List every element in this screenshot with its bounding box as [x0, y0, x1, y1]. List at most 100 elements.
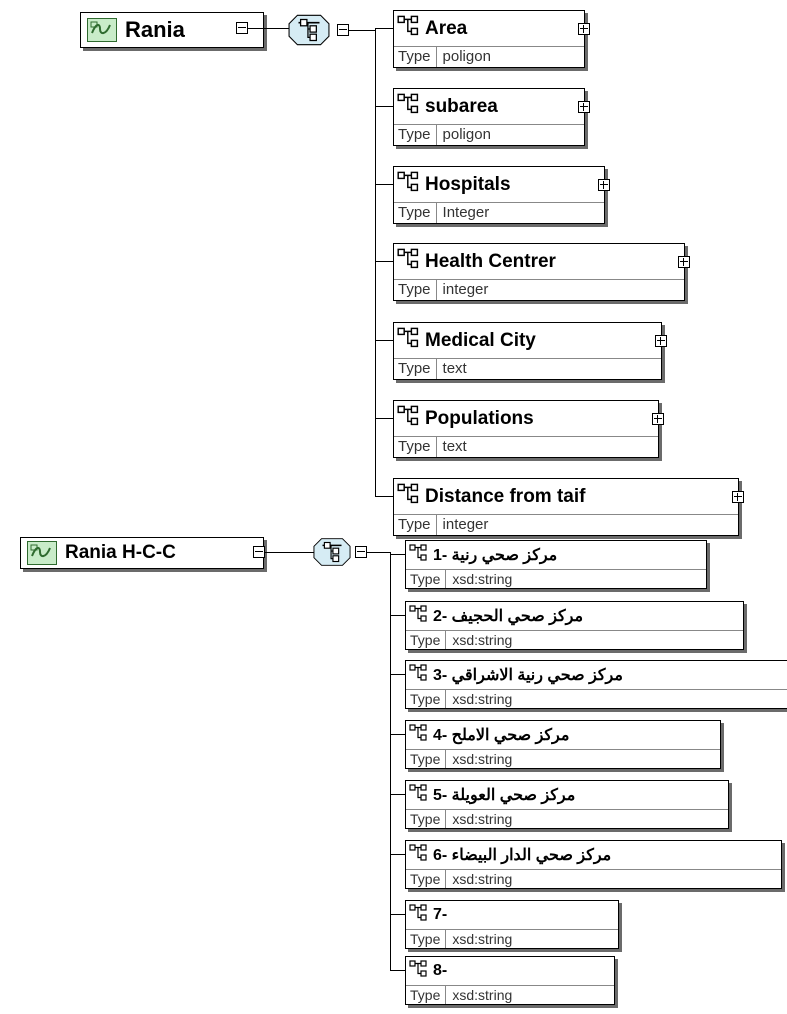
child-expand-toggle[interactable]: [732, 491, 744, 503]
child-element-label: مركز صحي العويلة -5: [433, 787, 576, 804]
child-expand-toggle[interactable]: [652, 413, 664, 425]
type-value: integer: [442, 516, 489, 533]
child-connector: [375, 340, 393, 341]
type-key-label: Type: [406, 690, 447, 708]
compositor-collapse-toggle[interactable]: [337, 24, 349, 36]
element-icon: [409, 723, 429, 748]
type-value: xsd:string: [452, 987, 513, 1003]
type-value: xsd:string: [452, 871, 513, 887]
child-element-label: مركز صحي الحجيف -2: [433, 608, 584, 625]
child-element-header: 8-: [406, 957, 614, 985]
element-icon: [409, 959, 429, 984]
type-key-label: Type: [394, 203, 437, 223]
sequence-compositor-icon[interactable]: [288, 14, 330, 46]
root-to-compositor-connector: [248, 28, 290, 29]
element-icon: [409, 783, 429, 808]
child-expand-toggle[interactable]: [655, 335, 667, 347]
complex-element-icon: [87, 18, 117, 42]
child-expand-toggle[interactable]: [678, 256, 690, 268]
child-element-header: مركز صحي الاملح -4: [406, 721, 720, 749]
type-key-label: Type: [406, 631, 447, 649]
child-element-label: subarea: [425, 95, 498, 117]
child-element-label: Hospitals: [425, 173, 511, 195]
child-connector: [390, 674, 405, 675]
type-row: Type xsd:string: [406, 749, 720, 768]
child-connector: [390, 734, 405, 735]
type-key-label: Type: [406, 870, 447, 888]
child-connector: [375, 106, 393, 107]
child-element-label: 8-: [433, 962, 448, 979]
children-spine-line: [390, 552, 391, 971]
child-element-header: Distance from taif: [394, 479, 744, 514]
root-element-label: Rania: [125, 17, 185, 42]
element-icon: [409, 903, 429, 928]
type-value: xsd:string: [452, 751, 513, 767]
child-connector: [390, 970, 405, 971]
type-key-label: Type: [394, 280, 437, 300]
child-connector: [390, 554, 405, 555]
child-connector: [375, 28, 393, 29]
type-value: poligon: [442, 48, 491, 65]
complex-element-icon: [27, 541, 57, 565]
child-connector: [375, 261, 393, 262]
type-value: text: [442, 360, 467, 377]
sequence-compositor-icon[interactable]: [313, 537, 351, 567]
root-element-label: Rania H-C-C: [65, 542, 176, 563]
type-key-label: Type: [394, 125, 437, 145]
child-element-label: Distance from taif: [425, 485, 586, 507]
child-expand-toggle[interactable]: [578, 23, 590, 35]
child-element-box[interactable]: مركز صحي العويلة -5 Type xsd:string: [405, 780, 729, 829]
type-value: xsd:string: [452, 811, 513, 827]
type-key-label: Type: [394, 437, 437, 457]
type-row: Type poligon: [394, 124, 584, 145]
child-element-header: subarea: [394, 89, 590, 124]
type-value: poligon: [442, 126, 491, 143]
compositor-to-spine-connector: [367, 552, 390, 553]
child-element-header: 7-: [406, 901, 618, 929]
element-icon: [409, 604, 429, 629]
type-key-label: Type: [406, 750, 447, 768]
type-key-label: Type: [406, 570, 447, 588]
element-icon: [397, 14, 421, 43]
child-expand-toggle[interactable]: [578, 101, 590, 113]
type-value: integer: [442, 281, 489, 298]
compositor-to-spine-connector: [349, 30, 375, 31]
element-icon: [397, 170, 421, 199]
element-icon: [409, 663, 429, 688]
child-element-label: مركز صحي رنية -1: [433, 547, 558, 564]
root-collapse-toggle[interactable]: [253, 546, 265, 558]
root-element-box[interactable]: Rania H-C-C: [20, 537, 264, 569]
child-element-box[interactable]: مركز صحي الحجيف -2 Type xsd:string: [405, 601, 744, 650]
root-collapse-toggle[interactable]: [236, 22, 248, 34]
root-element-box[interactable]: Rania: [80, 12, 264, 48]
child-connector: [375, 184, 393, 185]
child-element-header: مركز صحي رنية الاشراقي -3: [406, 661, 787, 689]
type-key-label: Type: [406, 810, 447, 828]
child-element-header: Area: [394, 11, 590, 46]
child-element-header: Health Centrer: [394, 244, 690, 279]
type-value: xsd:string: [452, 632, 513, 648]
child-expand-toggle[interactable]: [598, 179, 610, 191]
element-icon: [397, 92, 421, 121]
element-icon: [397, 482, 421, 511]
child-element-label: Health Centrer: [425, 250, 556, 272]
compositor-collapse-toggle[interactable]: [355, 546, 367, 558]
